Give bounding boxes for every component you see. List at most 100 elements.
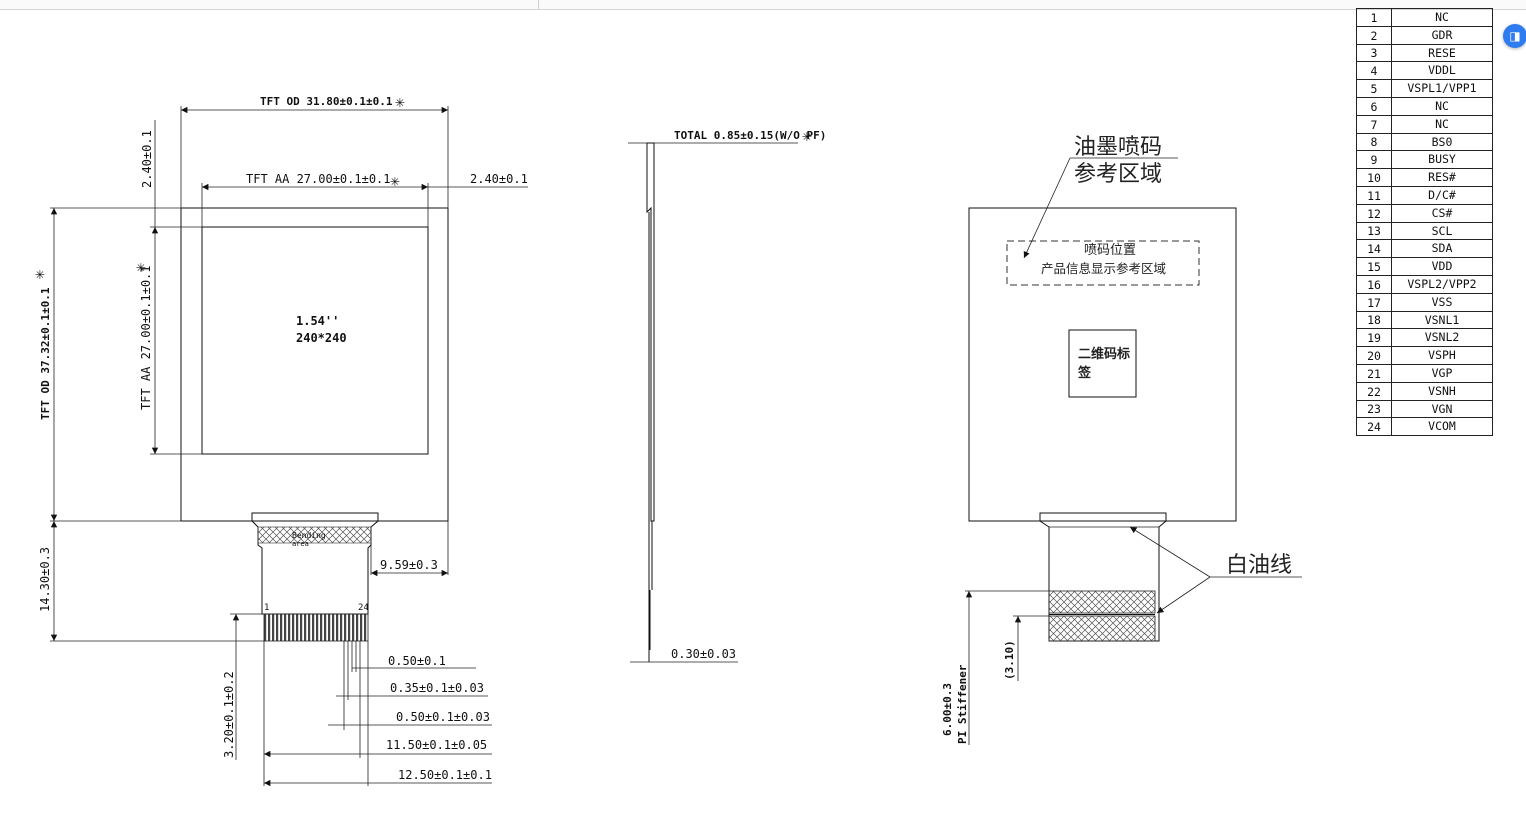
pin-number: 13	[1356, 221, 1392, 241]
qr-label-line-1: 二维码标	[1078, 346, 1130, 362]
pin-width-dim: 0.35±0.1±0.03	[390, 681, 484, 695]
bending-label-2: area	[292, 540, 309, 548]
pin-function: VSPL1/VPP1	[1391, 79, 1493, 98]
pin-number: 18	[1356, 310, 1392, 330]
pin-function: VSNL2	[1391, 328, 1493, 348]
tft-aa-width-dim: TFT AA 27.00±0.1±0.1	[246, 172, 391, 186]
fpc-length-dim: 14.30±0.3	[38, 547, 52, 612]
pin-function: NC	[1391, 8, 1493, 27]
pin-number: 14	[1356, 239, 1392, 259]
pin-number: 4	[1356, 61, 1392, 81]
tft-aa-height-dim: TFT AA 27.00±0.1±0.1	[139, 266, 153, 411]
pin-gap-dim: 0.50±0.1±0.03	[396, 710, 490, 724]
ink-code-area	[1006, 240, 1200, 286]
stiffener-label: PI Stiffener	[956, 664, 969, 744]
fpc-offset-dim: 9.59±0.3	[380, 558, 438, 572]
pin-function: SDA	[1391, 239, 1493, 259]
pin-function: RESE	[1391, 43, 1493, 63]
critical-mark: ✳	[390, 171, 400, 190]
pin-number: 1	[1356, 8, 1392, 27]
ink-code-title-1: 油墨喷码	[1074, 135, 1162, 160]
back-view: 喷码位置 产品信息显示参考区域 油墨喷码 参考区域 二维码标 签 白油线 6.0…	[941, 135, 1302, 745]
finger-length-dim: 3.20±0.1±0.2	[222, 671, 236, 758]
pi-stiffener-upper	[1048, 590, 1156, 614]
pin-number: 23	[1356, 399, 1392, 419]
critical-mark: ✳	[395, 92, 405, 111]
pin-first-label: 1	[264, 603, 269, 613]
resolution-label: 240*240	[296, 331, 347, 345]
stiffener-ref-dim: (3.10)	[1003, 640, 1016, 680]
pin-number: 24	[1356, 417, 1392, 437]
front-view: TFT OD 31.80±0.1±0.1 ✳ TFT AA 27.00±0.1±…	[35, 92, 528, 787]
pin-number: 6	[1356, 96, 1392, 116]
fpc-width-dim: 12.50±0.1±0.1	[398, 768, 492, 782]
translate-icon[interactable]: ◨	[1503, 24, 1526, 48]
critical-mark: ✳	[35, 264, 45, 283]
pin-number: 3	[1356, 43, 1392, 63]
pin-function: RES#	[1391, 168, 1493, 187]
pin-function: VSNL1	[1391, 310, 1493, 330]
pin-number: 15	[1356, 257, 1392, 276]
back-panel	[968, 207, 1237, 522]
pin-last-label: 24	[358, 603, 369, 613]
top-margin-dim: 2.40±0.1	[140, 130, 154, 188]
pin-number: 11	[1356, 185, 1392, 205]
bending-label: Bending	[292, 531, 326, 540]
product-info-label: 产品信息显示参考区域	[1041, 261, 1166, 276]
pin-number: 19	[1356, 328, 1392, 348]
active-area	[201, 226, 429, 455]
top-toolbar	[0, 0, 1526, 10]
pin-function: VDDL	[1391, 61, 1493, 81]
pin-function: SCL	[1391, 221, 1493, 241]
pin-function: VSNH	[1391, 381, 1493, 401]
side-profile	[646, 142, 655, 522]
pin-span-dim: 11.50±0.1±0.05	[386, 738, 487, 752]
pin-function: VSPL2/VPP2	[1391, 274, 1493, 294]
pin-number: 22	[1356, 381, 1392, 401]
total-thickness-dim: TOTAL 0.85±0.15(W/O PF)	[674, 129, 826, 142]
pin-function: VSPH	[1391, 346, 1493, 365]
side-view: TOTAL 0.85±0.15(W/O PF) ✳ 0.30±0.03	[628, 126, 826, 663]
pin-number: 8	[1356, 132, 1392, 152]
code-position-label: 喷码位置	[1084, 243, 1136, 258]
pin-number: 12	[1356, 203, 1392, 223]
pin-function: NC	[1391, 96, 1493, 116]
back-fpc	[1039, 512, 1167, 642]
ink-code-title-2: 参考区域	[1074, 162, 1162, 187]
pin-number: 21	[1356, 363, 1392, 383]
pin-function: VGN	[1391, 399, 1493, 419]
toolbar-divider	[538, 0, 539, 9]
pin-function: GDR	[1391, 25, 1493, 45]
stiffener-length-dim: 6.00±0.3	[941, 683, 954, 736]
pin-pitch-dim: 0.50±0.1	[388, 654, 446, 668]
qr-label-box	[1068, 329, 1137, 398]
pin-number: 2	[1356, 25, 1392, 45]
pin-number: 10	[1356, 168, 1392, 187]
fpc-thickness-dim: 0.30±0.03	[671, 647, 736, 661]
tft-outline	[180, 207, 449, 522]
pin-number: 20	[1356, 346, 1392, 365]
